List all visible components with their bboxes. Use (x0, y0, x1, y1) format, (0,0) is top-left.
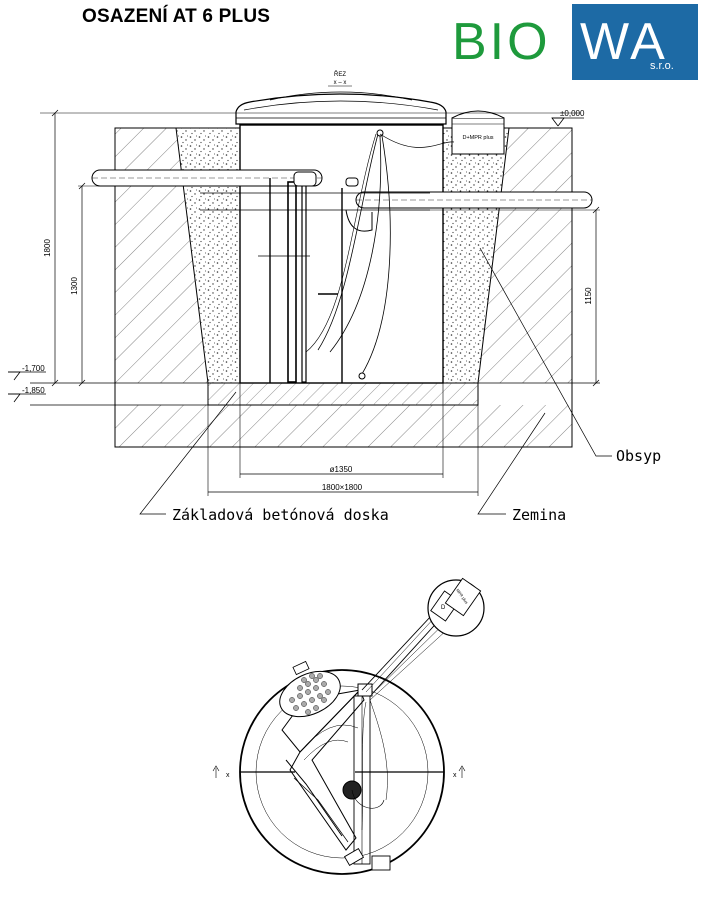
soil-bottom (115, 405, 572, 447)
logo-text-wa: WA (580, 13, 668, 71)
callout-leader-soil (477, 412, 546, 515)
callout-soil: Zemina (512, 506, 566, 524)
concrete-slab-fill (208, 383, 478, 405)
dim-total-height: 1800 (43, 239, 52, 257)
level-bottom-slab: -1,850 (22, 386, 45, 395)
tank-lid (235, 93, 447, 125)
dim-height-1150: 1150 (584, 287, 593, 305)
page-title: OSAZENÍ AT 6 PLUS (82, 6, 271, 27)
section-view: ŘEZ x – x ±0,000 -1,700 -1,850 1800 1300… (8, 70, 661, 524)
dim-slab: 1800×1800 (322, 483, 363, 492)
biowa-logo: BIO WA s.r.o. (452, 4, 698, 80)
logo-text-bio: BIO (452, 13, 551, 71)
callout-leader-slab (139, 391, 237, 515)
section-axis: x – x (334, 80, 347, 86)
level-bottom-tank: -1,700 (22, 364, 45, 373)
dim-diameter: ø1350 (330, 465, 353, 474)
unit-label: D+MPR plus (462, 135, 493, 141)
plan-unit-d: D (441, 605, 446, 611)
section-label: ŘEZ (334, 70, 346, 78)
logo-blue-box (572, 4, 698, 80)
logo-text-sro: s.r.o. (650, 60, 674, 72)
level-top: ±0,000 (560, 109, 585, 118)
dim-height-1300: 1300 (70, 277, 79, 295)
callout-backfill: Obsyp (616, 447, 661, 465)
callout-leader-backfill (479, 247, 612, 457)
plan-axis-left: x (226, 772, 230, 779)
plan-view: x x (212, 577, 485, 875)
callout-slab: Základová betónová doska (172, 506, 389, 524)
backfill-left-fill (176, 128, 240, 383)
plan-axis-right: x (453, 772, 457, 779)
